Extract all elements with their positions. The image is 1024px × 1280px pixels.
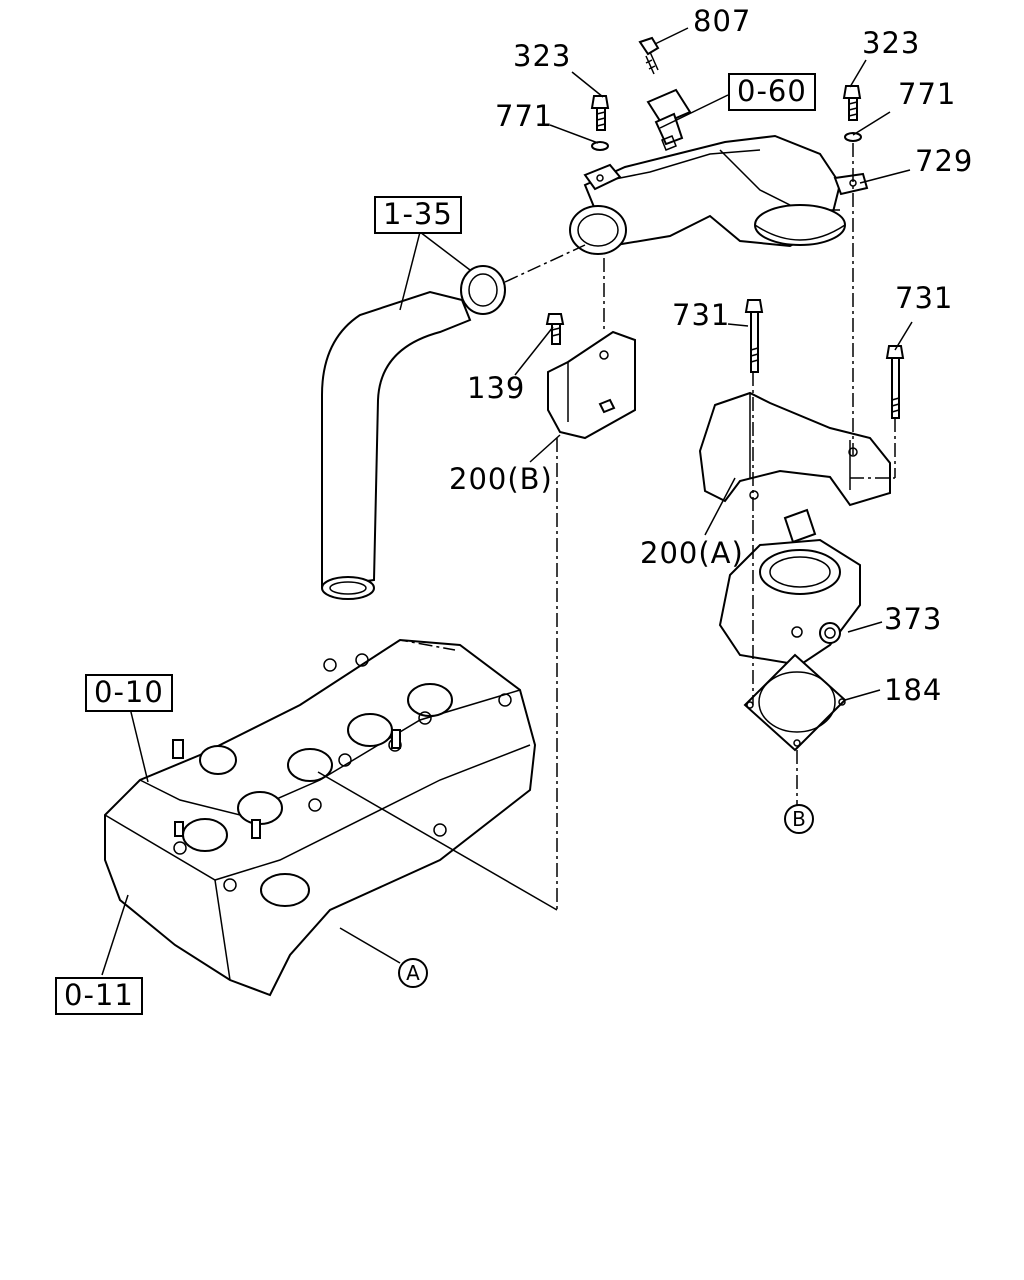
connector-b: B xyxy=(784,804,814,834)
hose-1-35 xyxy=(321,265,506,600)
screw-807 xyxy=(638,36,660,75)
throttle-body-373 xyxy=(718,508,861,667)
ref-0-10: 0-10 xyxy=(85,674,173,712)
washer-771-left xyxy=(591,141,609,151)
label-323-right: 323 xyxy=(862,26,921,60)
gasket-184 xyxy=(743,653,847,752)
label-323-left: 323 xyxy=(513,39,572,73)
bolt-323-left xyxy=(590,95,610,131)
label-200a: 200(A) xyxy=(640,536,744,570)
sensor-0-60 xyxy=(646,88,692,151)
ref-0-60: 0-60 xyxy=(728,73,816,111)
label-200b: 200(B) xyxy=(449,462,553,496)
label-373: 373 xyxy=(884,602,943,636)
label-807: 807 xyxy=(693,4,752,38)
label-139: 139 xyxy=(467,371,526,405)
bolt-731-left xyxy=(744,299,764,373)
bracket-200a xyxy=(698,391,891,507)
label-771-left: 771 xyxy=(495,99,554,133)
intake-duct-729 xyxy=(569,134,869,255)
label-729: 729 xyxy=(915,144,974,178)
ref-1-35: 1-35 xyxy=(374,196,462,234)
bracket-200b xyxy=(547,330,636,440)
alignment-lines xyxy=(317,143,896,911)
washer-771-right xyxy=(844,132,862,142)
label-771-right: 771 xyxy=(898,77,957,111)
bolt-139 xyxy=(545,313,565,345)
label-184: 184 xyxy=(884,673,943,707)
leader-lines xyxy=(101,27,913,976)
label-731-left: 731 xyxy=(672,298,731,332)
ref-0-11: 0-11 xyxy=(55,977,143,1015)
connector-a: A xyxy=(398,958,428,988)
cylinder-head xyxy=(104,638,537,997)
bolt-731-right xyxy=(885,345,905,419)
label-731-right: 731 xyxy=(895,281,954,315)
bolt-323-right xyxy=(842,85,862,121)
